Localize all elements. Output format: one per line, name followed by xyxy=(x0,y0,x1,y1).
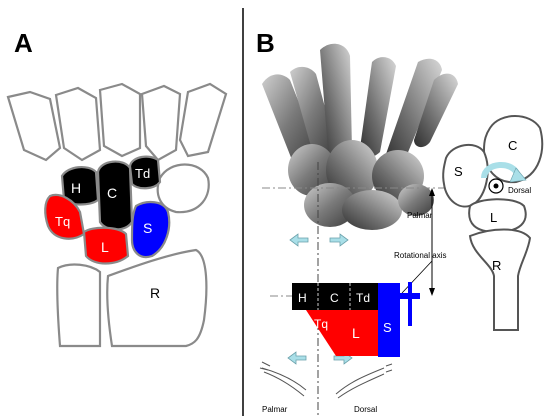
triquetrum-label: Tq xyxy=(55,214,70,229)
trapezoid-label: Td xyxy=(135,166,150,181)
metacarpals-a xyxy=(6,82,228,162)
schematic-trapezoid: Td xyxy=(356,291,370,305)
hamate-label: H xyxy=(71,180,81,196)
schematic-capitate: C xyxy=(330,291,339,305)
trapezium-bone xyxy=(156,163,210,214)
panel-a-letter: A xyxy=(14,28,33,58)
schematic-scaphoid: S xyxy=(383,320,392,335)
scaphoid-label: S xyxy=(143,220,152,236)
bottom-dorsal-label: Dorsal xyxy=(354,405,377,414)
panel-b: B Palmar Rotational axis xyxy=(256,28,544,416)
rendered-3d-carpus xyxy=(262,43,458,230)
side-capitate-label: C xyxy=(508,138,517,153)
palmar-label-upper: Palmar xyxy=(407,211,433,220)
triquetrum-bone xyxy=(44,193,86,240)
ulna-bone xyxy=(56,263,102,348)
schematic-triquetrum: Tq xyxy=(314,317,328,331)
radius-label: R xyxy=(150,285,160,301)
capitate-label: C xyxy=(107,185,117,201)
schematic-block: H C Td Tq L S xyxy=(292,282,420,357)
side-dorsal-label: Dorsal xyxy=(508,186,531,195)
lunate-bone xyxy=(82,226,130,265)
forearm-sketches xyxy=(259,361,393,399)
schematic-lunate: L xyxy=(352,325,360,341)
radius-bone xyxy=(106,248,208,348)
scaphoid-bone xyxy=(130,200,171,259)
trapezoid-bone xyxy=(128,155,162,190)
side-scaphoid-label: S xyxy=(454,164,463,179)
lunate-label: L xyxy=(101,239,109,255)
bottom-palmar-label: Palmar xyxy=(262,405,288,414)
side-lunate-label: L xyxy=(490,210,497,225)
panel-a: A H C Td Tq L S R xyxy=(6,28,228,348)
side-radius-label: R xyxy=(492,258,501,273)
panel-b-letter: B xyxy=(256,28,275,58)
schematic-hamate: H xyxy=(298,291,307,305)
lateral-wrist-view: C S L R Dorsal xyxy=(442,115,544,331)
rotational-axis-label: Rotational axis xyxy=(394,251,446,260)
